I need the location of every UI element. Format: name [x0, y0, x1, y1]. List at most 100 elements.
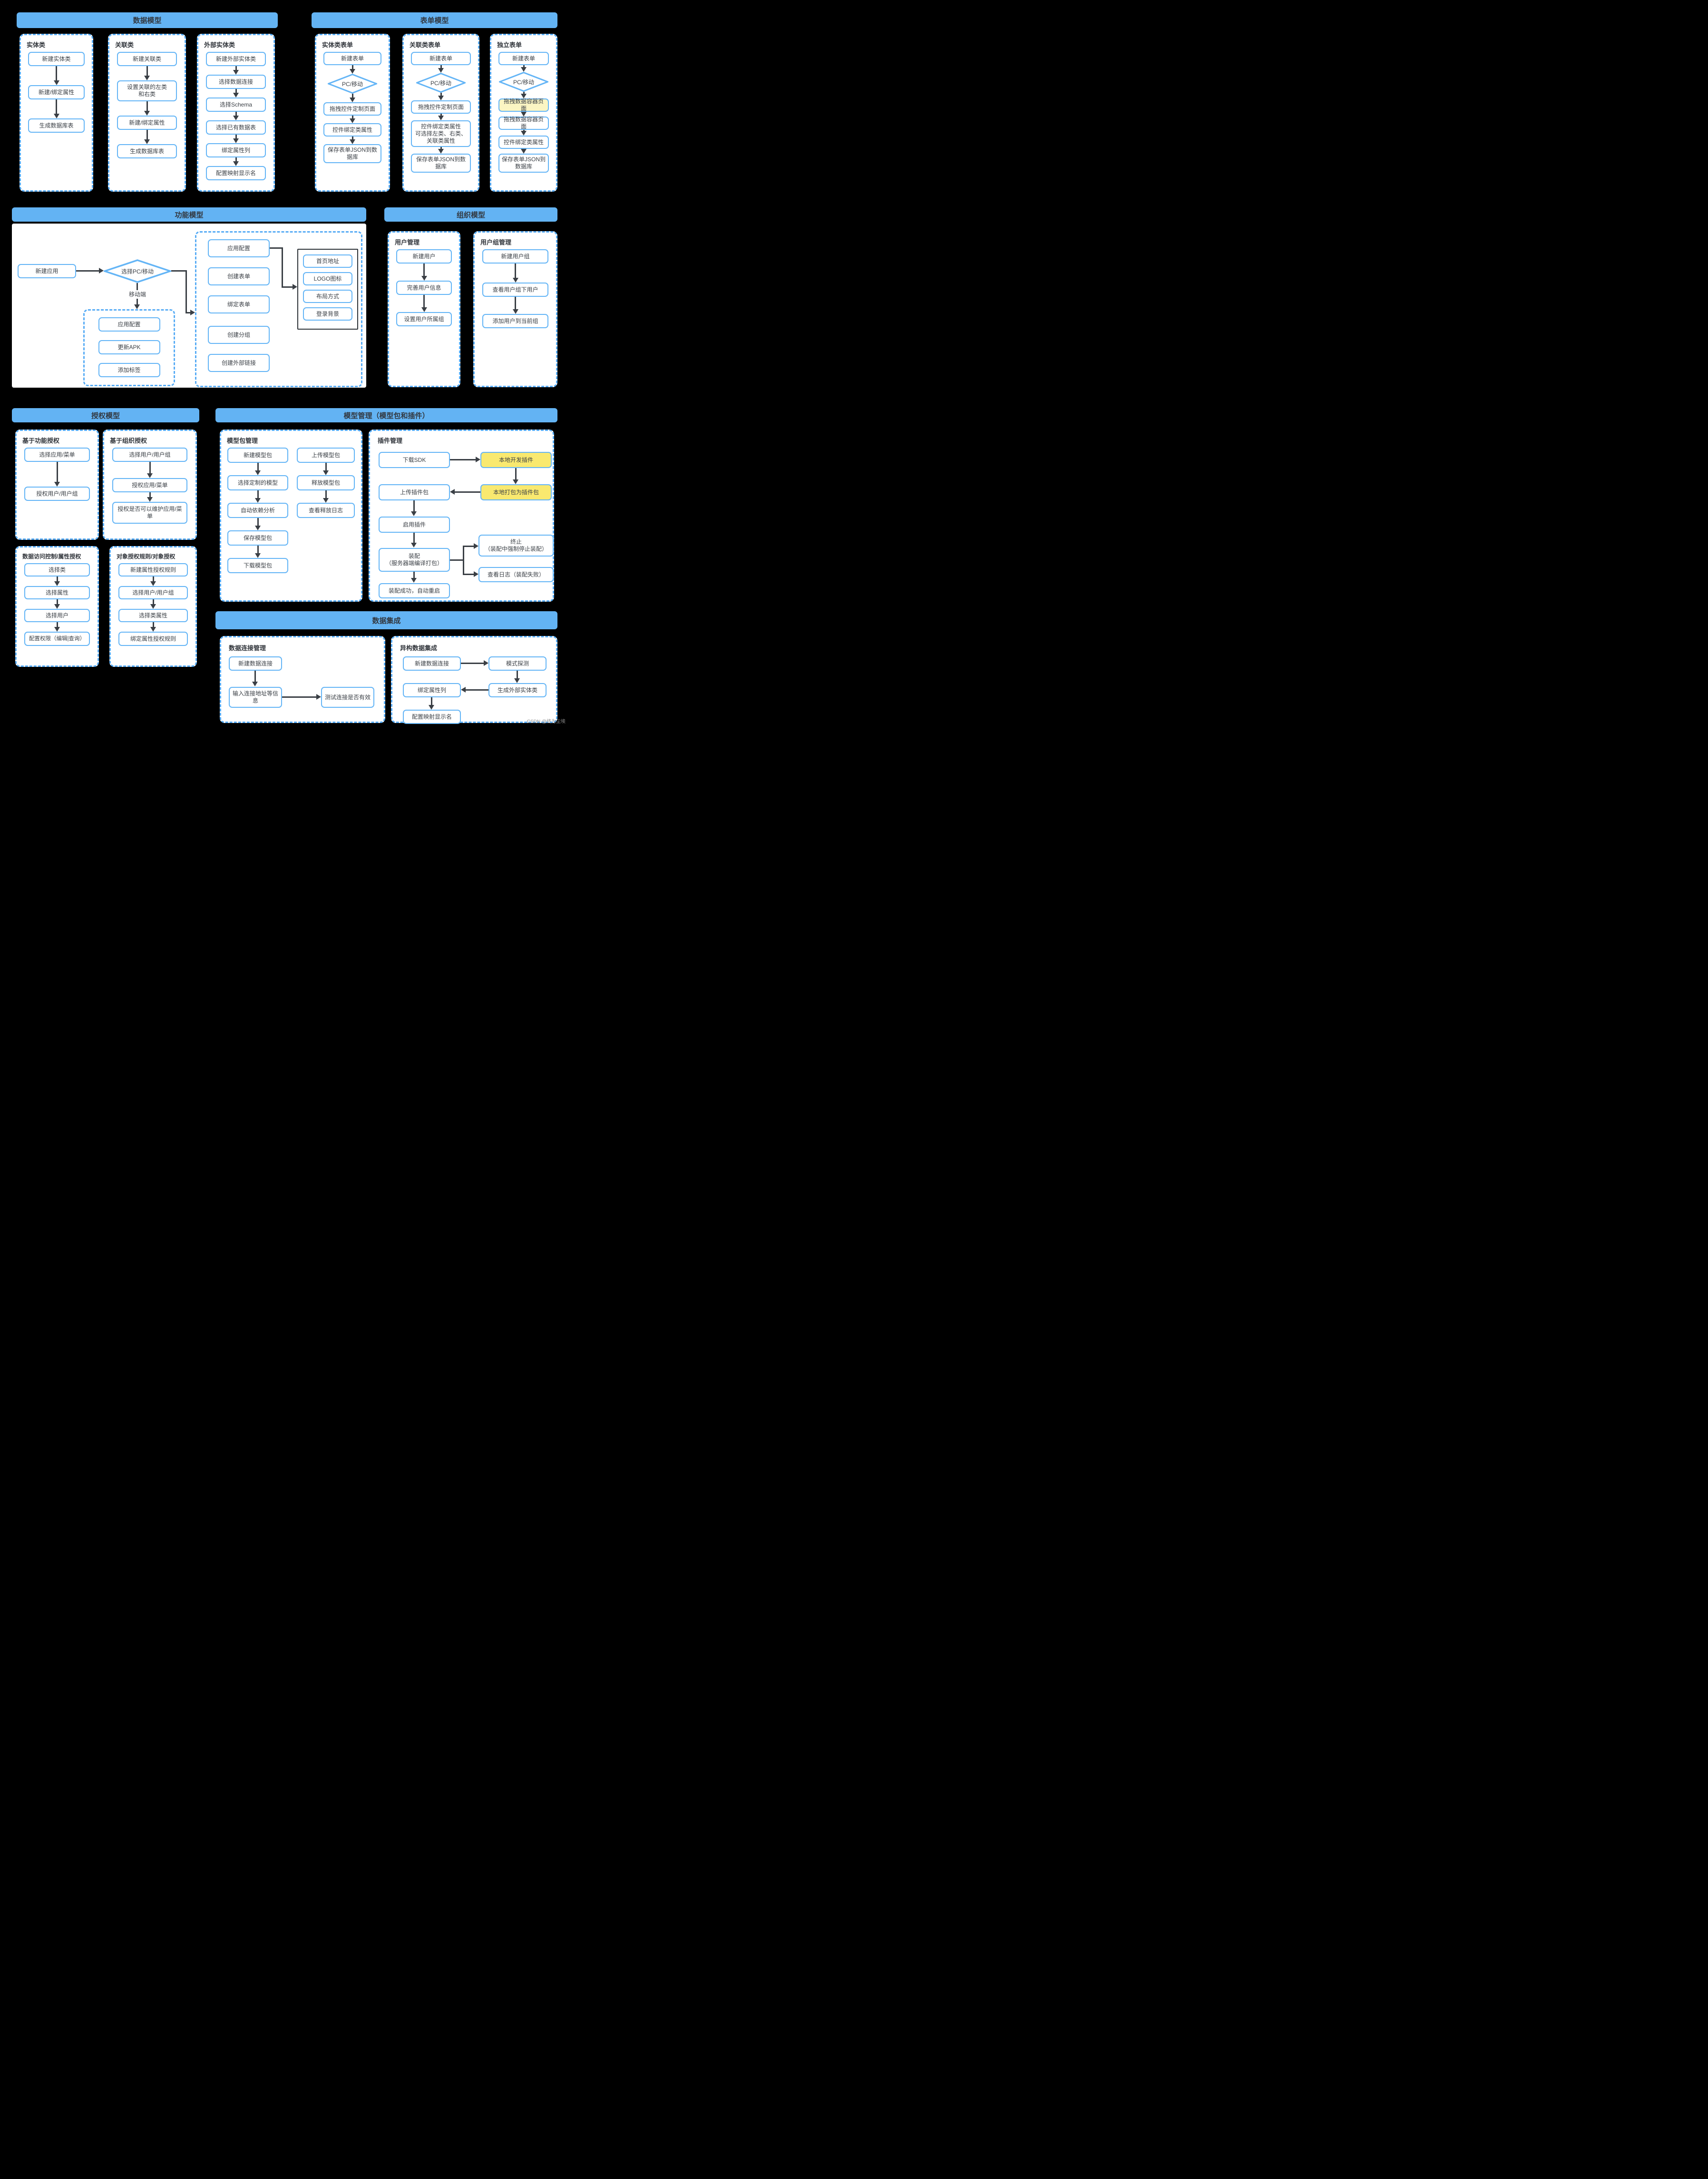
connector-line	[137, 299, 138, 305]
arrow-down-icon	[252, 682, 258, 686]
flow-box-highlighted: 拖拽数据容器页面	[498, 98, 549, 112]
arrow-down-icon	[411, 511, 417, 516]
flow-box: 选择定制的模型	[227, 475, 288, 490]
flow-box: 应用配置	[208, 239, 270, 257]
detail-item: 首页地址	[303, 254, 352, 268]
arrow-down-icon	[350, 94, 355, 102]
connector-line	[282, 247, 283, 288]
flow-box: 拖拽控件定制页面	[323, 102, 381, 116]
flow-box: 创建外部链接	[208, 354, 270, 372]
flow-box: 拖拽控件定制页面	[411, 100, 471, 114]
flow-box: 控件绑定类属性	[323, 123, 381, 137]
arrow-down-icon	[421, 295, 427, 312]
arrow-down-icon	[150, 622, 156, 632]
arrow-down-icon	[147, 462, 153, 478]
flow-box: 选择用户/用户组	[112, 448, 188, 462]
arrow-down-icon	[514, 678, 520, 683]
arrow-left-icon	[461, 687, 466, 693]
flow-box: 设置关联的左类 和右类	[117, 80, 177, 101]
arrow-down-icon	[255, 518, 261, 530]
flow-box: 授权是否可以维护应用/菜单	[112, 502, 188, 524]
arrow-right-icon	[293, 284, 297, 290]
connector-line	[463, 574, 474, 575]
watermark: CSDN @终为尘埃	[527, 719, 566, 724]
arrow-down-icon	[438, 147, 444, 154]
group-header: 基于组织授权	[110, 437, 147, 444]
flow-box: 新建数据连接	[403, 656, 461, 671]
arrow-down-icon	[438, 93, 444, 100]
flow-box: 绑定属性授权规则	[118, 632, 188, 646]
group-header: 实体类	[27, 41, 46, 49]
arrow-down-icon	[54, 599, 60, 609]
flow-box: 保存表单JSON到数据库	[323, 144, 381, 163]
flow-box: 保存模型包	[227, 530, 288, 546]
arrow-down-icon	[512, 264, 518, 283]
flow-box: 更新APK	[98, 340, 160, 354]
arrow-down-icon	[513, 479, 518, 484]
flow-box: 拖拽数据容器页面	[498, 116, 549, 130]
arrow-down-icon	[255, 546, 261, 558]
arrow-right-icon	[474, 571, 478, 577]
flow-box: 装配 （服务器端编译打包）	[379, 548, 450, 572]
flow-box: 自动依赖分析	[227, 503, 288, 518]
flow-box: 授权应用/菜单	[112, 478, 188, 492]
flow-box: 输入连接地址等信息	[229, 687, 282, 708]
flow-box: 新建用户组	[482, 249, 548, 264]
connector-line	[76, 270, 99, 272]
section-banner-form-model: 表单模型	[312, 12, 557, 28]
flow-box: 生成数据库表	[117, 144, 177, 158]
flow-box: 新建/绑定属性	[117, 116, 177, 130]
group-relation-class: 关联类 新建关联类 设置关联的左类 和右类 新建/绑定属性 生成数据库表	[108, 34, 186, 192]
decision-label: PC/移动	[430, 79, 451, 87]
group-entity-form: 实体类表单 新建表单 PC/移动 拖拽控件定制页面 控件绑定类属性 保存表单JS…	[315, 34, 390, 192]
arrow-down-icon	[255, 463, 261, 475]
decision-label: 选择PC/移动	[121, 268, 154, 275]
detail-item: LOGO图标	[303, 272, 352, 285]
group-data-connection-mgmt: 数据连接管理 新建数据连接 输入连接地址等信息 测试连接是否有效	[220, 636, 385, 723]
group-object-auth: 对象授权规则/对象授权 新建属性授权规则 选择用户/用户组 选择类属性 绑定属性…	[109, 546, 197, 667]
flow-box: 下载SDK	[379, 452, 450, 468]
flow-box: 添加标签	[98, 363, 160, 377]
detail-item: 布局方式	[303, 290, 352, 303]
flow-box: 保存表单JSON到数据库	[498, 154, 549, 173]
flow-box: 终止 （装配中强制停止装配）	[478, 535, 554, 557]
arrow-right-icon	[316, 694, 321, 700]
connector-line	[515, 468, 517, 480]
flow-box: 选择应用/菜单	[24, 448, 90, 462]
detail-item: 登录背景	[303, 307, 352, 321]
arrow-right-icon	[476, 457, 480, 462]
arrow-down-icon	[144, 101, 150, 116]
arrow-down-icon	[421, 264, 427, 281]
flow-box: 新建外部实体类	[205, 52, 266, 66]
decision-diamond: PC/移动	[416, 73, 466, 93]
arrow-down-icon	[150, 599, 156, 609]
flow-box: 添加用户到当前组	[482, 314, 548, 328]
connector-line	[282, 696, 316, 698]
group-header: 数据访问控制/属性授权	[22, 553, 81, 560]
group-data-access-auth: 数据访问控制/属性授权 选择类 选择属性 选择用户 配置权限（编辑|查询）	[15, 546, 99, 667]
arrow-left-icon	[450, 489, 455, 495]
flow-box: 应用配置	[98, 317, 160, 332]
arrow-down-icon	[144, 130, 150, 144]
section-banner-model-mgmt: 模型管理（模型包和插件）	[215, 408, 557, 422]
arrow-down-icon	[54, 577, 60, 586]
arrow-down-icon	[429, 705, 434, 710]
arrow-down-icon	[233, 89, 239, 98]
group-header: 数据连接管理	[229, 645, 266, 652]
flow-box: 新建模型包	[227, 448, 288, 463]
group-function-auth: 基于功能授权 选择应用/菜单 授权用户/用户组	[15, 430, 99, 540]
flow-box: 查看释放日志	[297, 503, 355, 518]
arrow-down-icon	[521, 130, 527, 136]
arrow-right-icon	[99, 268, 104, 274]
arrow-down-icon	[134, 304, 140, 309]
flow-box: 新建用户	[396, 249, 452, 264]
group-header: 异构数据集成	[400, 645, 438, 652]
connector-line	[461, 663, 484, 664]
connector-line	[185, 312, 190, 313]
diagram-canvas: 数据模型 实体类 新建实体类 新建/绑定属性 生成数据库表 关联类 新建关联类 …	[0, 0, 569, 726]
function-model-area: 新建应用 选择PC/移动 移动端 应用配置 更新APK 添加标签 应用配置	[12, 224, 366, 388]
connector-line	[450, 559, 464, 561]
group-header: 外部实体类	[204, 41, 235, 49]
group-external-entity-class: 外部实体类 新建外部实体类 选择数据连接 选择Schema 选择已有数据表 绑定…	[197, 34, 275, 192]
flow-box: 查看用户组下用户	[482, 283, 548, 297]
